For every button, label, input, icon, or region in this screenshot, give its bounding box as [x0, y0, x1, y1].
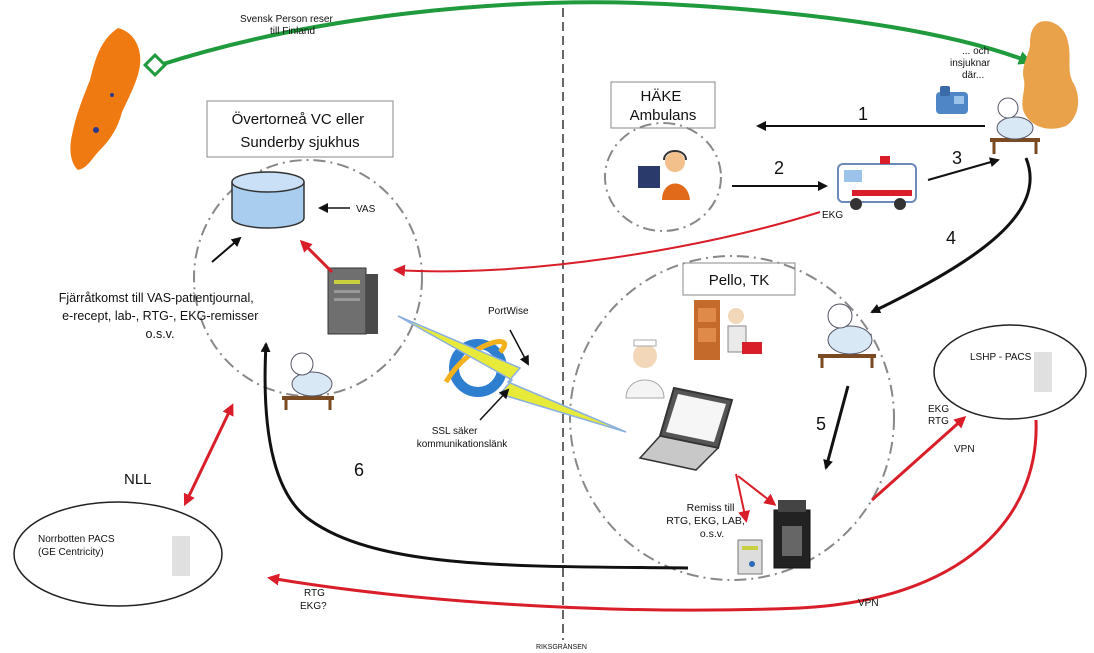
travel-label: Svensk Person reser till Finland — [240, 14, 336, 37]
step3-label: 3 — [952, 148, 962, 168]
patient-pello-icon — [818, 303, 876, 368]
step3-arrow — [927, 157, 1000, 181]
ssl-label: SSL säker kommunikationslänk — [417, 426, 509, 450]
patient-finland-icon — [990, 97, 1040, 154]
norrbotten-blurred-content — [172, 536, 190, 576]
laptop-to-printer-arrow — [737, 475, 777, 506]
lshp-to-norrbotten-arrow — [267, 419, 1038, 612]
lightning-icon — [397, 315, 627, 433]
vc-box — [206, 100, 394, 158]
step4-arrow — [870, 157, 1032, 314]
fjarr-label: Fjärråtkomst till VAS-patientjournal, e-… — [59, 291, 262, 341]
lshp-pacs-ellipse — [933, 324, 1087, 420]
step5-label: 5 — [816, 414, 826, 434]
finland-map-icon — [1022, 21, 1079, 129]
step4-label: 4 — [946, 228, 956, 248]
server-icon — [327, 267, 378, 335]
vpn-right-label: VPN — [954, 444, 975, 455]
vc-ellipse — [193, 159, 423, 397]
sweden-map-icon — [70, 28, 141, 170]
norrbotten-label: Norrbotten PACS (GE Centricity) — [38, 534, 117, 558]
ekg-red-arrow — [393, 211, 821, 277]
printer-icon — [773, 500, 811, 569]
phone-icon — [936, 86, 968, 114]
step2-label: 2 — [774, 158, 784, 178]
ekg-ambulance-label: EKG — [822, 210, 843, 221]
database-icon — [231, 171, 305, 229]
pello-to-lshp-arrow — [871, 416, 967, 502]
hake-box — [610, 81, 716, 129]
hake-ellipse — [604, 122, 722, 232]
operator-icon — [638, 150, 690, 200]
vc-box-label: Övertorneå VC eller Sunderby sjukhus — [232, 110, 369, 151]
ssl-arrow — [479, 388, 510, 421]
lshp-label: LSHP - PACS — [970, 352, 1032, 363]
server-to-db-arrow — [299, 239, 334, 274]
cabinet-icon — [694, 300, 762, 360]
ekg-rtg-label: EKG RTG — [928, 404, 952, 427]
green-travel-arrow — [159, 0, 1033, 67]
pello-box — [682, 262, 796, 296]
fjarr-to-db-arrow — [211, 236, 242, 263]
pello-label: Pello, TK — [709, 272, 770, 289]
step6-label: 6 — [354, 460, 364, 480]
step5-arrow — [823, 385, 850, 470]
step1-label: 1 — [858, 104, 868, 124]
vpn-bottom-label: VPN — [858, 598, 879, 609]
insjuknar-label: ... och insjuknar där... — [950, 46, 993, 81]
nll-vc-arrow — [183, 403, 234, 507]
pello-ellipse — [569, 255, 895, 581]
laptop-icon — [638, 386, 734, 471]
workstation-icon — [737, 539, 763, 575]
portwise-label: PortWise — [488, 306, 529, 317]
ambulance-icon — [837, 156, 917, 210]
step6-arrow — [260, 342, 689, 570]
nll-label: NLL — [124, 471, 152, 488]
patient-vc-icon — [282, 352, 334, 410]
vas-label: VAS — [356, 204, 376, 215]
lshp-blurred-content — [1034, 352, 1052, 392]
doctor-icon — [625, 339, 665, 399]
remiss-label: Remiss till RTG, EKG, LAB, o.s.v. — [666, 502, 748, 540]
green-diamond-start — [142, 52, 168, 78]
rtg-ekg-label: RTG EKG? — [300, 588, 328, 612]
portwise-arrow — [509, 329, 529, 366]
hake-label: HÄKE Ambulans — [630, 88, 697, 124]
riksgransen-label: RIKSGRÄNSEN — [536, 643, 587, 651]
norrbotten-pacs-ellipse — [13, 501, 223, 607]
laptop-to-workstation-arrow — [735, 473, 750, 523]
